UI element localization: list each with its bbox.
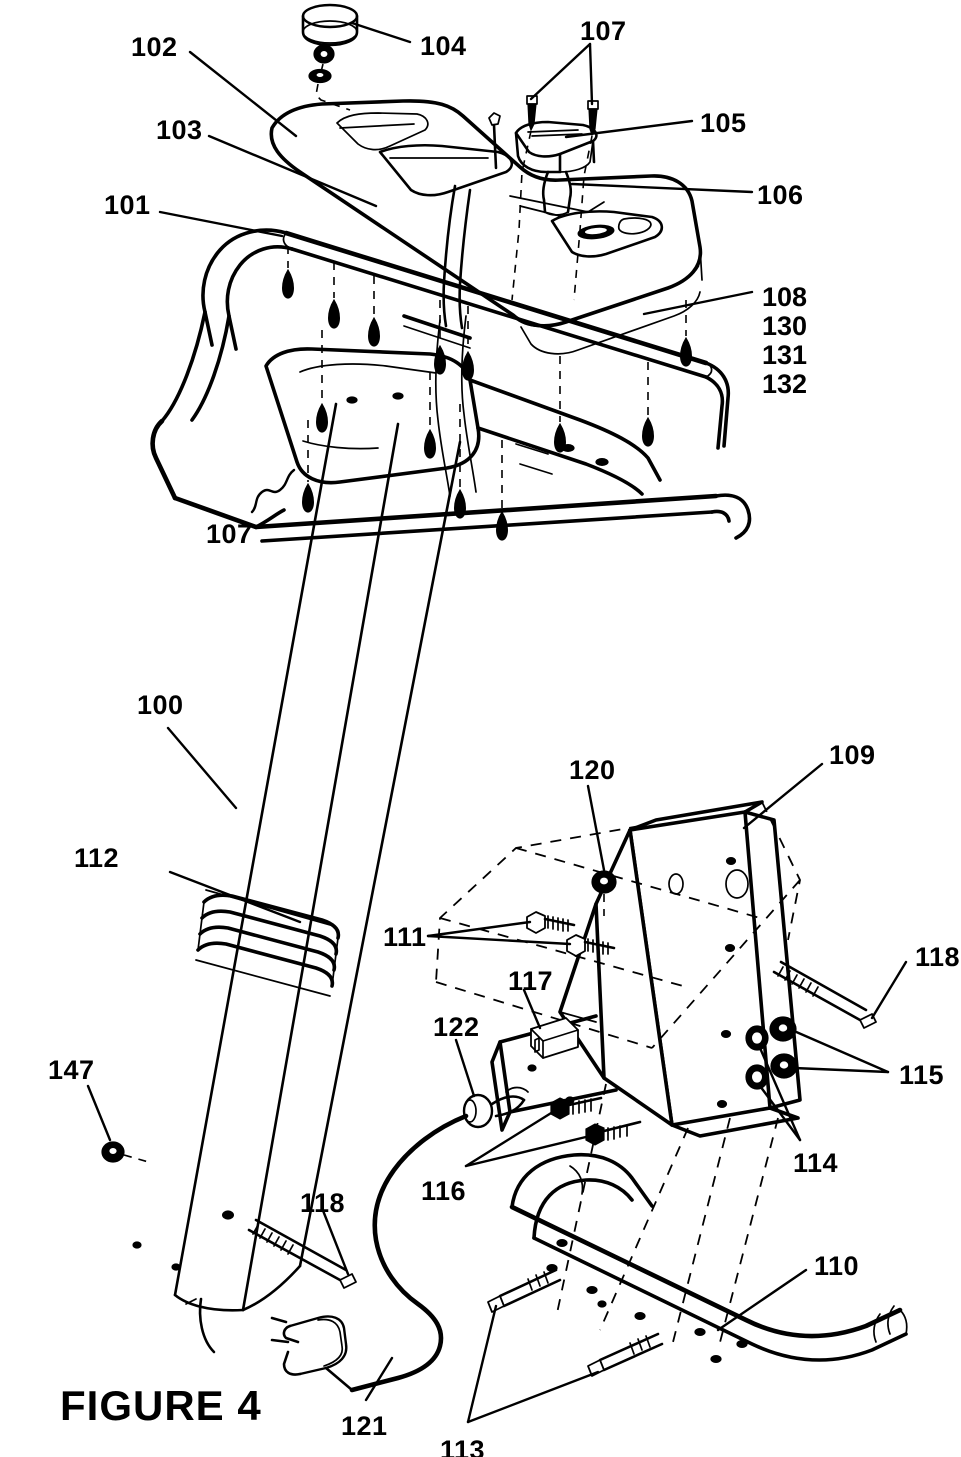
ref-label-120: 120 xyxy=(569,755,616,785)
ref-label-117: 117 xyxy=(508,966,554,996)
ref-label-111: 111 xyxy=(383,922,427,952)
bolt-118-right xyxy=(772,960,877,1029)
nut-147 xyxy=(101,1141,153,1164)
ref-label-113: 113 xyxy=(440,1435,486,1457)
ref-label-115: 115 xyxy=(899,1060,945,1090)
nut-115-b xyxy=(770,1053,798,1079)
ref-label-132: 132 xyxy=(762,369,808,400)
ref-label-106: 106 xyxy=(757,180,804,210)
power-cord-121 xyxy=(270,1113,469,1393)
nut-120 xyxy=(591,870,617,894)
ref-label-122: 122 xyxy=(433,1012,480,1042)
bracket-109 xyxy=(435,800,802,1351)
nut-115-a xyxy=(769,1016,797,1042)
switch-assembly-105-106-107 xyxy=(488,95,605,301)
grommet-122 xyxy=(462,1086,529,1129)
leader-lines xyxy=(86,21,908,1424)
ref-label-104: 104 xyxy=(420,31,467,61)
ref-label-105: 105 xyxy=(700,108,747,138)
ref-label-130: 130 xyxy=(762,311,808,342)
bolt-113-a xyxy=(487,1268,562,1313)
washer-114-a xyxy=(745,1025,769,1051)
screw-116-a xyxy=(550,1096,603,1120)
ref-label-102: 102 xyxy=(131,32,178,62)
washer-114-b xyxy=(745,1064,769,1090)
bolt-118-left xyxy=(247,1218,357,1289)
mast-100 xyxy=(132,402,462,1354)
ref-label-109: 109 xyxy=(829,740,876,770)
ref-label-112: 112 xyxy=(74,843,120,873)
bolt-111-a xyxy=(526,911,576,934)
ref-label-114: 114 xyxy=(793,1148,839,1178)
ref-label-116: 116 xyxy=(421,1176,467,1206)
ref-label-101: 101 xyxy=(104,190,151,220)
bolt-113-b xyxy=(587,1332,664,1377)
ref-label-118-left: 118 xyxy=(300,1188,346,1218)
ref-label-118-right: 118 xyxy=(915,942,961,972)
base-frame-110 xyxy=(487,1152,908,1377)
bolt-111-b xyxy=(566,934,616,957)
ref-label-121: 121 xyxy=(341,1411,388,1441)
screw-107-b xyxy=(587,100,599,137)
collar-112 xyxy=(195,889,341,997)
handlebar-frame-101 xyxy=(150,228,752,543)
ref-label-110: 110 xyxy=(814,1251,860,1281)
ref-label-107-top: 107 xyxy=(580,16,627,46)
plug xyxy=(270,1315,354,1392)
ref-label-108: 108 xyxy=(762,282,808,312)
ref-label-107-mid: 107 xyxy=(206,519,253,549)
knob-104-group xyxy=(301,3,359,111)
ref-label-103: 103 xyxy=(156,115,203,145)
ref-label-131: 131 xyxy=(762,340,808,371)
ref-label-group-108-132: 108 130 131 132 xyxy=(762,282,808,400)
exploded-screw-drops xyxy=(282,184,693,541)
screw-116-b xyxy=(585,1120,642,1146)
screw-107-a xyxy=(526,95,538,132)
ref-label-147: 147 xyxy=(48,1055,95,1085)
figure-caption: FIGURE 4 xyxy=(60,1382,262,1429)
ref-label-100: 100 xyxy=(137,690,184,720)
sleeve-117 xyxy=(530,1017,579,1059)
